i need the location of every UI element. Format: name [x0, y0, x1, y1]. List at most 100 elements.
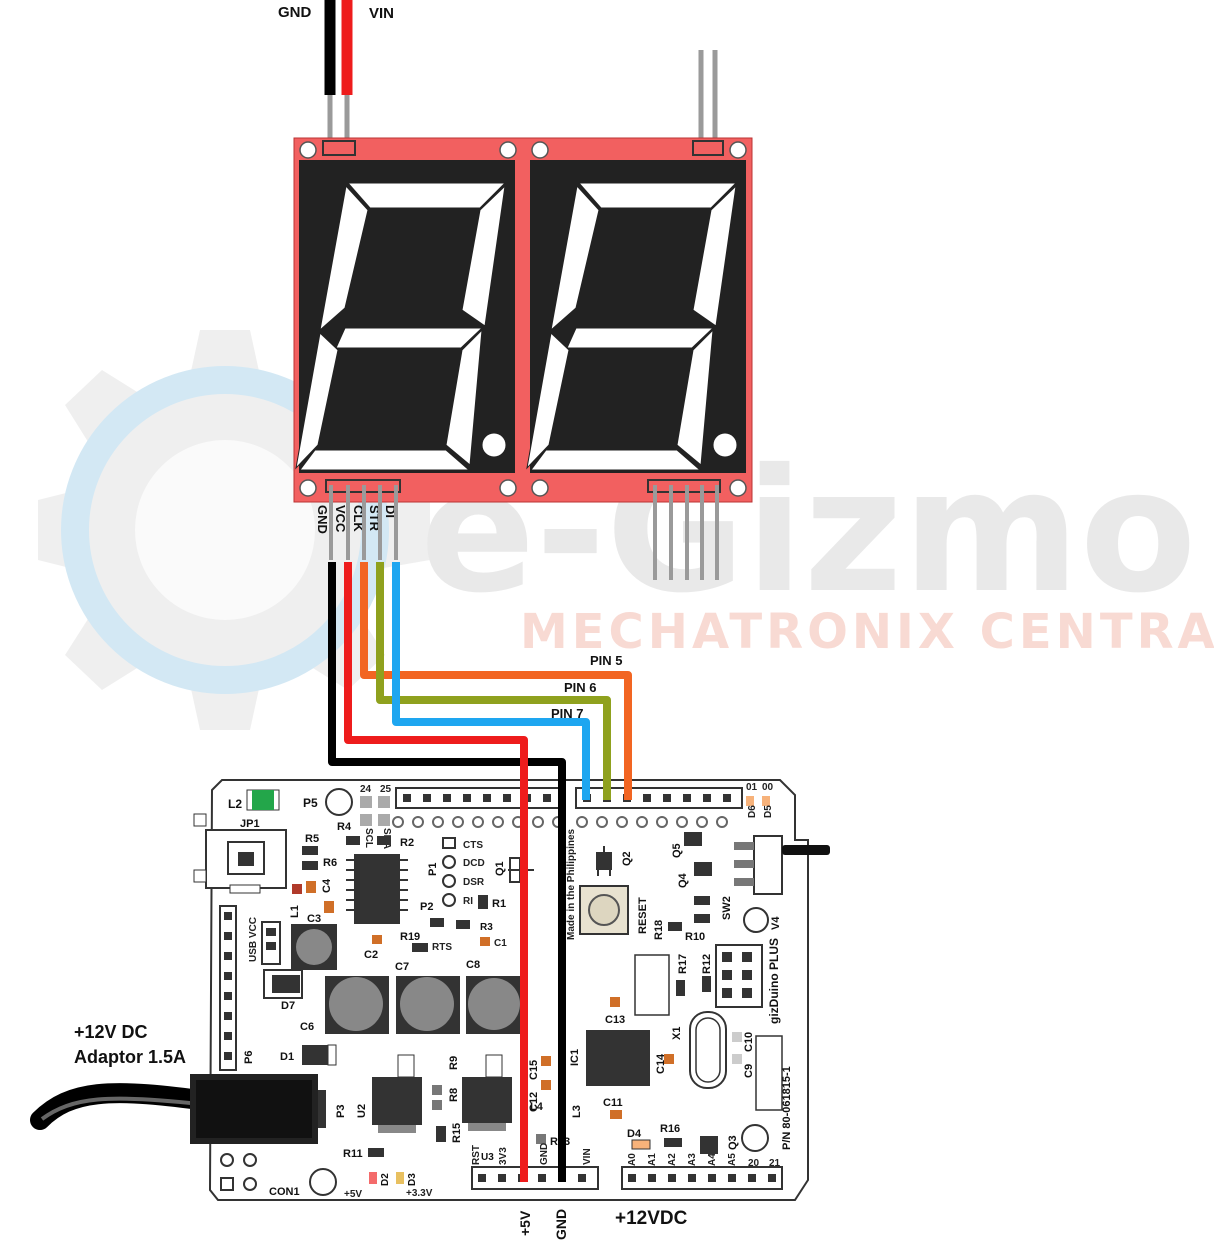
dc-adaptor: +12V DC Adaptor 1.5A	[30, 1022, 326, 1144]
svg-text:C3: C3	[307, 913, 321, 925]
wire-gnd	[328, 562, 566, 1182]
reset-label: RESET	[637, 897, 649, 934]
svg-text:Q1: Q1	[494, 861, 506, 876]
svg-text:A1: A1	[647, 1153, 658, 1166]
svg-text:V4: V4	[770, 916, 782, 930]
svg-text:RI: RI	[463, 896, 473, 907]
svg-text:R4: R4	[337, 821, 352, 833]
ic1-microcontroller	[586, 1030, 650, 1086]
svg-text:C11: C11	[603, 1097, 623, 1109]
power-input-wires: GND VIN	[278, 0, 394, 150]
svg-text:U2: U2	[356, 1104, 368, 1118]
svg-text:CON1: CON1	[269, 1186, 300, 1198]
svg-text:R10: R10	[685, 931, 705, 943]
svg-text:R2: R2	[400, 837, 414, 849]
svg-text:C9: C9	[743, 1064, 755, 1078]
svg-text:R15: R15	[451, 1123, 463, 1143]
svg-text:L1: L1	[289, 905, 301, 918]
gnd-input-label: GND	[278, 4, 312, 21]
svg-text:D1: D1	[280, 1051, 294, 1063]
svg-text:01: 01	[746, 782, 758, 793]
svg-text:D2: D2	[380, 1173, 391, 1186]
svg-text:3V3: 3V3	[498, 1147, 509, 1165]
vin-input-label: VIN	[369, 5, 394, 22]
svg-text:C13: C13	[605, 1014, 625, 1026]
svg-text:A4: A4	[707, 1153, 718, 1166]
pin6-label: PIN 6	[564, 680, 597, 695]
seven-segment-display	[293, 137, 753, 503]
svg-text:Q3: Q3	[727, 1135, 739, 1150]
svg-text:GND: GND	[539, 1143, 550, 1165]
board-name: gizDuino PLUS	[767, 938, 781, 1024]
pin5-label: PIN 5	[590, 653, 623, 668]
svg-text:C14: C14	[655, 1053, 667, 1074]
svg-text:R11: R11	[343, 1148, 363, 1160]
adaptor-label-line1: +12V DC	[74, 1022, 148, 1042]
svg-text:24: 24	[360, 784, 372, 795]
svg-text:DSR: DSR	[463, 877, 485, 888]
svg-text:P1: P1	[427, 863, 439, 876]
svg-text:P6: P6	[243, 1051, 255, 1064]
svg-text:R19: R19	[400, 931, 420, 943]
adaptor-label-line2: Adaptor 1.5A	[74, 1047, 186, 1067]
electrolytic-capacitors: C7 C8 C6	[300, 959, 522, 1034]
svg-text:C1: C1	[494, 938, 507, 949]
usb-serial-ic	[354, 854, 400, 924]
signal-wires	[328, 562, 632, 1182]
svg-text:VIN: VIN	[582, 1148, 593, 1165]
svg-text:D3: D3	[407, 1173, 418, 1186]
svg-text:D5: D5	[763, 805, 774, 818]
svg-text:C4: C4	[321, 878, 333, 893]
svg-text:D7: D7	[281, 1000, 295, 1012]
svg-text:IC1: IC1	[569, 1049, 581, 1066]
wire-di-pin7	[392, 562, 590, 800]
svg-text:R17: R17	[677, 954, 689, 974]
svg-text:21: 21	[769, 1158, 781, 1169]
wire-clk-pin5	[360, 562, 632, 800]
svg-text:A2: A2	[667, 1153, 678, 1166]
svg-text:R5: R5	[305, 833, 319, 845]
svg-text:00: 00	[762, 782, 774, 793]
svg-text:D4: D4	[627, 1128, 642, 1140]
svg-text:R12: R12	[701, 954, 713, 974]
gizduino-board: 24 25 SCL SDA 01 00 D6 D5 L2 P5 JP1 R5 R…	[193, 779, 830, 1201]
svg-text:C15: C15	[528, 1060, 540, 1080]
svg-text:C8: C8	[466, 959, 480, 971]
svg-text:U3: U3	[481, 1152, 494, 1163]
svg-text:L2: L2	[228, 797, 242, 811]
unused-input-pins	[698, 50, 718, 150]
part-number: P/N 80-061815-1	[781, 1066, 793, 1150]
svg-text:SCL: SCL	[363, 828, 374, 848]
plus5v-wire-label: +5V	[517, 1210, 533, 1236]
svg-text:C6: C6	[300, 1021, 314, 1033]
svg-text:C7: C7	[395, 961, 409, 973]
svg-text:R18: R18	[653, 920, 665, 940]
svg-text:C2: C2	[364, 949, 378, 961]
svg-text:A0: A0	[627, 1153, 638, 1166]
svg-text:R6: R6	[323, 857, 337, 869]
svg-text:L3: L3	[571, 1105, 583, 1118]
svg-text:C10: C10	[743, 1032, 755, 1052]
circuit-ring-icon	[61, 366, 389, 694]
digit-2	[526, 182, 738, 471]
svg-text:D6: D6	[747, 805, 758, 818]
svg-text:Q4: Q4	[677, 872, 689, 888]
svg-text:P5: P5	[303, 796, 318, 810]
wire-vcc	[344, 562, 528, 1182]
svg-text:+5V: +5V	[344, 1189, 362, 1200]
svg-text:A3: A3	[687, 1153, 698, 1166]
svg-text:R1: R1	[492, 898, 506, 910]
svg-text:A5: A5	[727, 1153, 738, 1166]
svg-text:RST: RST	[471, 1145, 482, 1165]
svg-text:R9: R9	[448, 1056, 460, 1070]
svg-text:X1: X1	[671, 1027, 683, 1040]
svg-text:R16: R16	[660, 1123, 680, 1135]
svg-text:20: 20	[748, 1158, 760, 1169]
svg-text:P2: P2	[420, 901, 433, 913]
wire-str-pin6	[376, 562, 611, 800]
svg-text:USB VCC: USB VCC	[248, 917, 259, 962]
pin-label-vcc: VCC	[333, 505, 348, 533]
svg-text:C12: C12	[528, 1092, 540, 1112]
pin7-label: PIN 7	[551, 706, 584, 721]
power-switch[interactable]	[753, 835, 783, 895]
